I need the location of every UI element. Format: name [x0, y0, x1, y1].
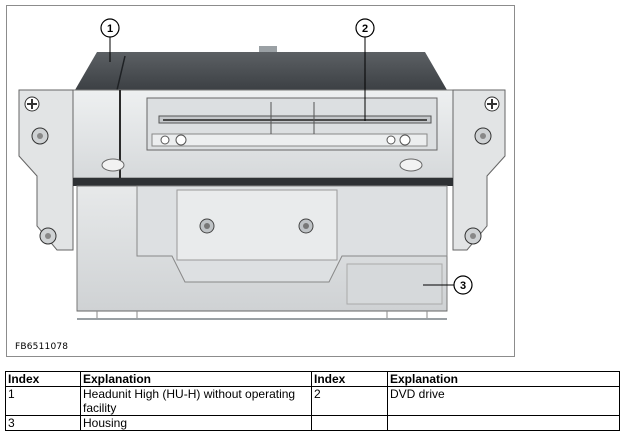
table-row: 3 Housing	[5, 415, 620, 431]
callout-1: 1	[100, 18, 120, 62]
header-index-1: Index	[5, 371, 81, 387]
figure-frame: 1 2 3 FB6511078	[6, 5, 515, 357]
legend-header-row: Index Explanation Index Explanation	[5, 371, 620, 387]
table-cell	[387, 415, 620, 431]
table-cell: 3	[5, 415, 81, 431]
legend-table: Index Explanation Index Explanation 1 He…	[5, 371, 620, 431]
callout-3: 3	[423, 275, 473, 295]
housing-top	[75, 46, 447, 91]
figure-code: FB6511078	[15, 342, 69, 352]
header-explanation-2: Explanation	[387, 371, 620, 387]
header-index-2: Index	[311, 371, 388, 387]
table-row: 1 Headunit High (HU-H) without operating…	[5, 386, 620, 416]
table-cell: 2	[311, 386, 388, 416]
table-cell: DVD drive	[387, 386, 620, 416]
right-bracket	[452, 89, 506, 251]
table-cell: Housing	[80, 415, 312, 431]
table-cell: Headunit High (HU-H) without operating f…	[80, 386, 312, 416]
dvd-drive	[146, 97, 438, 151]
table-cell: 1	[5, 386, 81, 416]
callout-3-label: 3	[460, 280, 466, 292]
left-bracket	[18, 89, 74, 251]
headunit-illustration: 1 2 3	[18, 18, 506, 320]
callout-2-label: 2	[362, 23, 368, 35]
callout-1-label: 1	[107, 23, 113, 35]
table-cell	[311, 415, 388, 431]
header-explanation-1: Explanation	[80, 371, 312, 387]
callout-2: 2	[355, 18, 375, 121]
housing-lower	[73, 178, 453, 320]
